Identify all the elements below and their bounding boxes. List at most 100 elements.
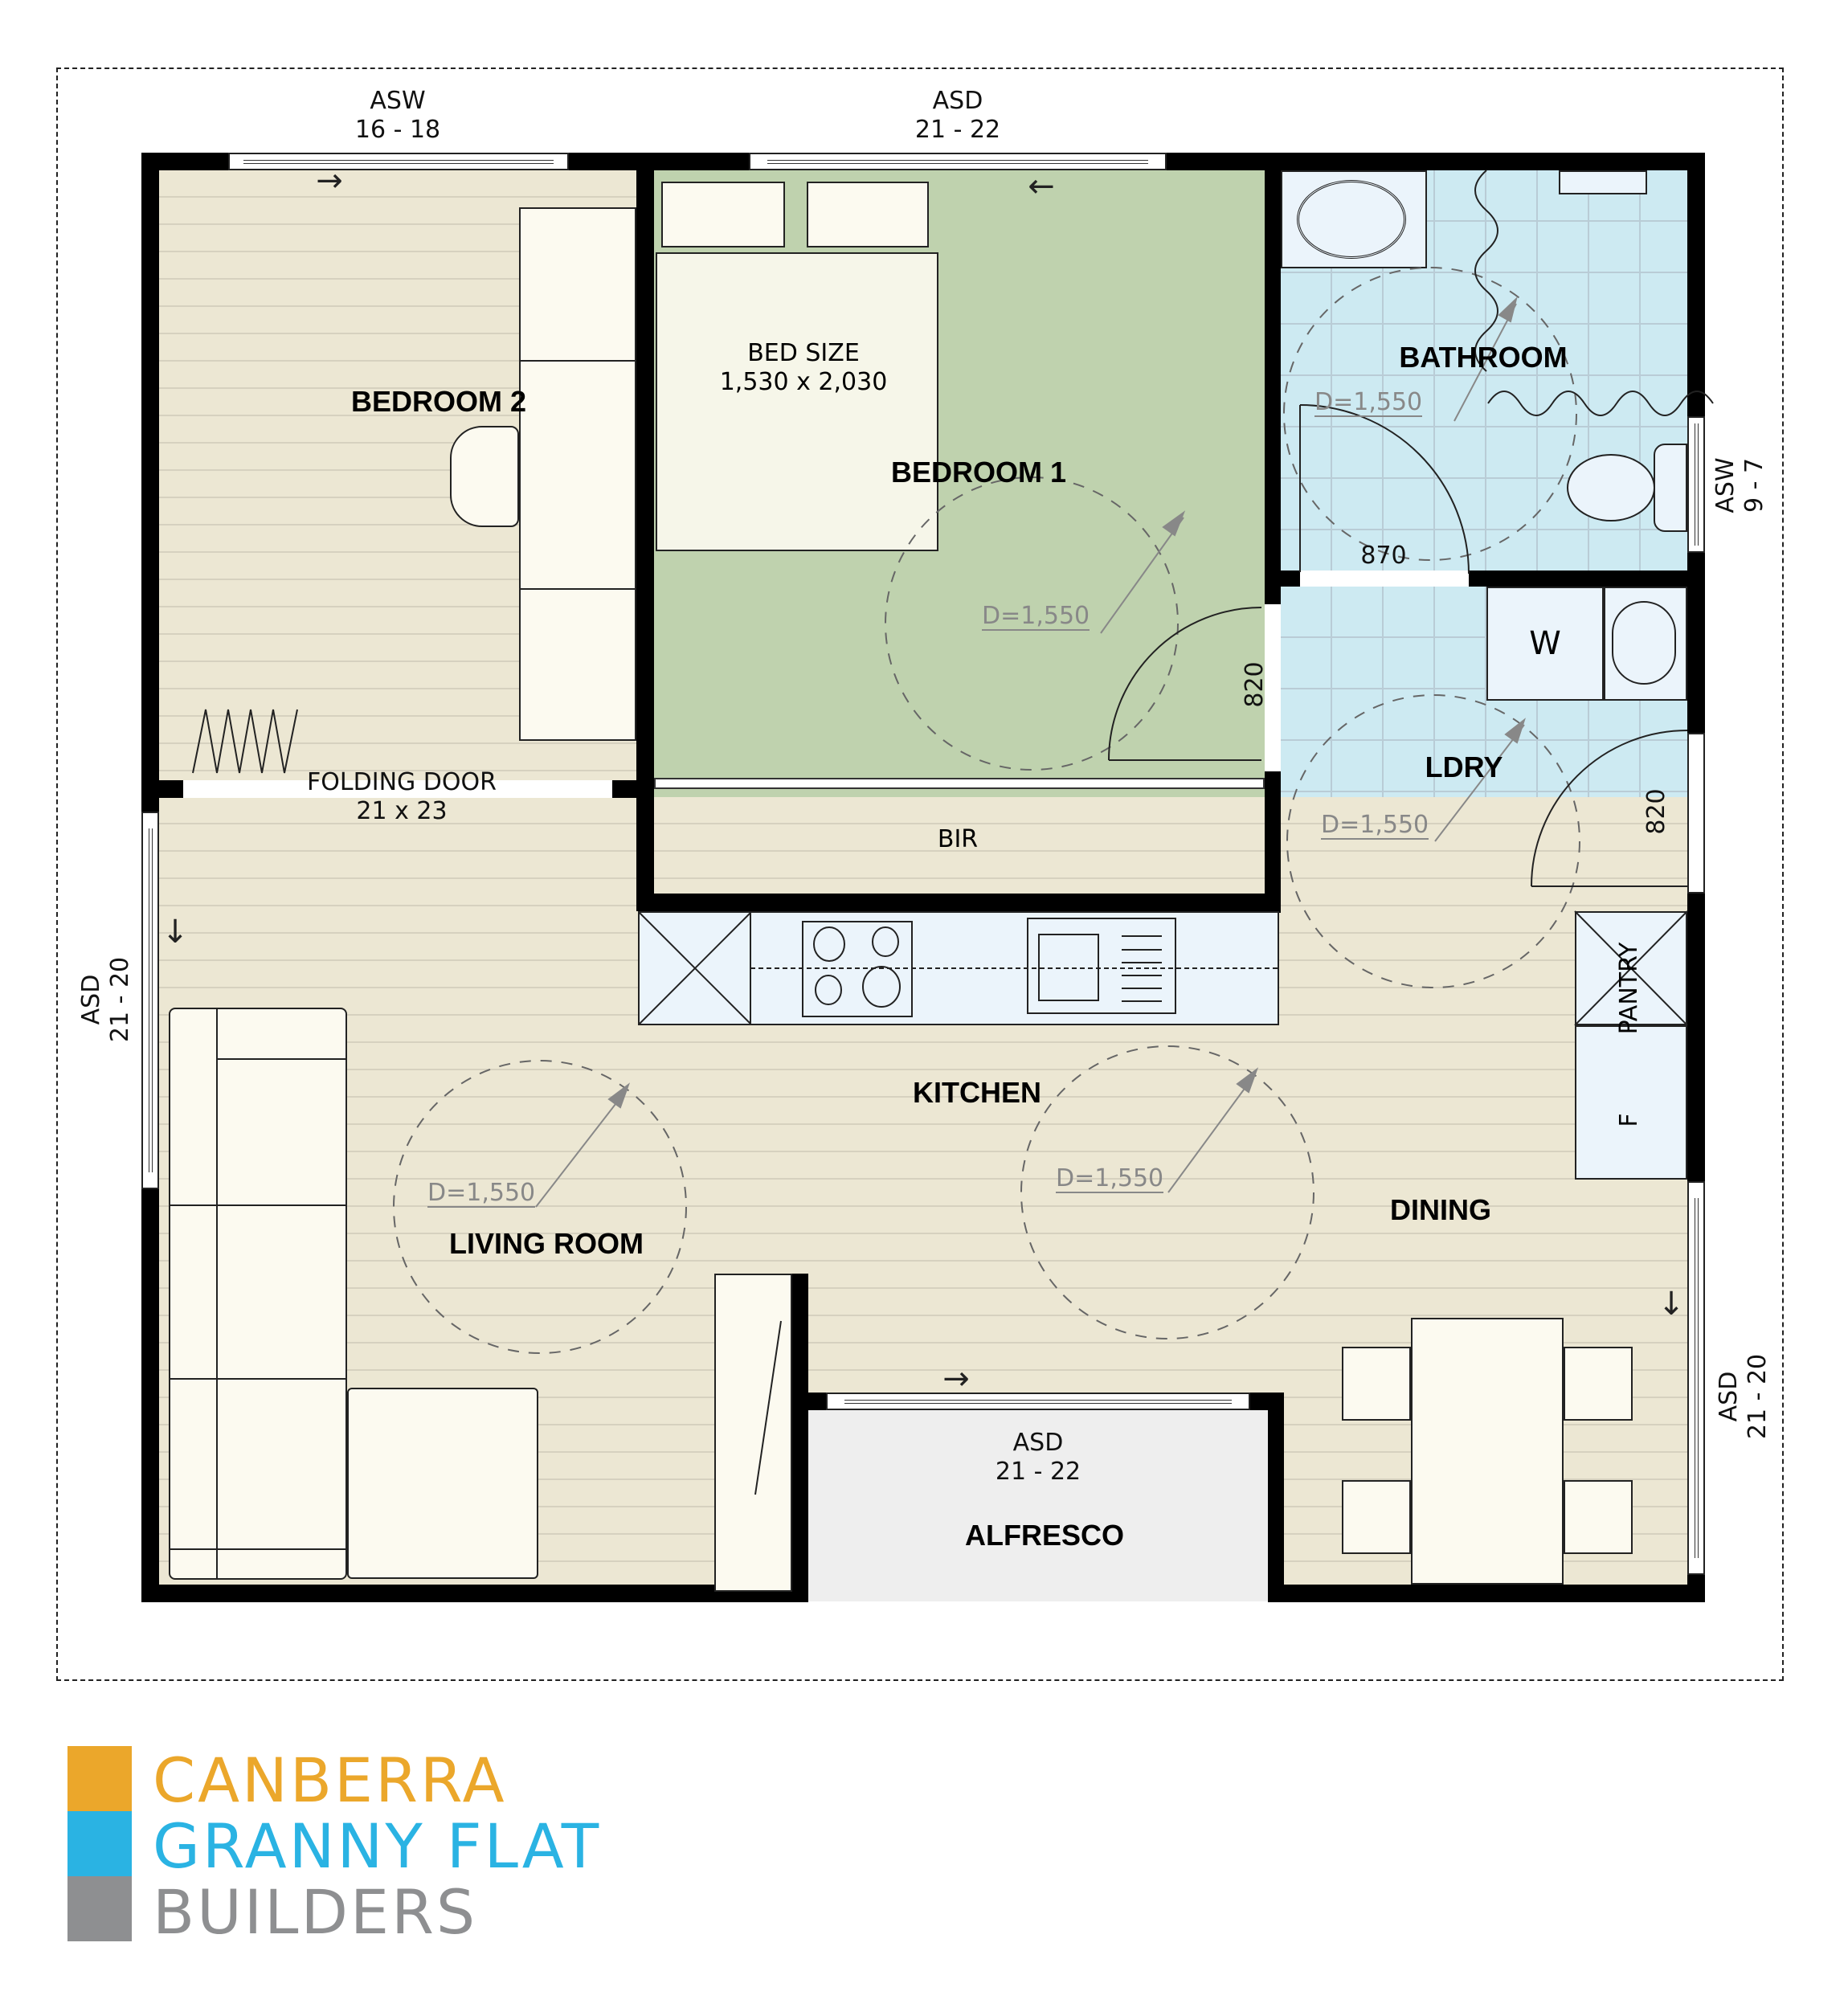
laundry-door-swing	[1531, 730, 1688, 887]
turning-circle-label-bedroom1: D=1,550	[982, 602, 1090, 631]
opening-label-asd-21-22-top: ASD 21 - 22	[915, 87, 1000, 145]
basin	[1297, 180, 1406, 259]
door-asd-21-22-top	[749, 153, 1167, 170]
bed1-door-opening	[1265, 604, 1281, 771]
sink-bowl	[1038, 934, 1099, 1001]
logo-block-blue	[67, 1811, 132, 1876]
logo-line-builders: BUILDERS	[153, 1876, 478, 1948]
outer-wall-bottom-right	[1268, 1585, 1705, 1602]
room-label-alfresco: ALFRESCO	[965, 1519, 1124, 1552]
sink	[1027, 918, 1176, 1014]
desk-divider-2	[519, 588, 636, 590]
bedroom2-desk	[519, 207, 636, 741]
wall-alfresco-right	[1268, 1393, 1284, 1601]
bath-door-opening	[1300, 571, 1469, 587]
window-asw-16-18	[228, 153, 569, 170]
room-label-bedroom2: BEDROOM 2	[350, 385, 527, 418]
wall-pantry-right	[1687, 894, 1705, 1183]
dining-chair-3	[1342, 1480, 1411, 1554]
opening-type: ASD	[77, 974, 105, 1025]
sofa-chaise	[347, 1388, 538, 1579]
cooktop	[802, 921, 913, 1017]
desk-chair	[450, 426, 519, 527]
wall-bed1-bath	[1265, 170, 1281, 604]
logo-block-grey	[67, 1876, 132, 1941]
slide-arrow-right-icon: →	[316, 162, 343, 199]
opening-size: 21 - 20	[1744, 1353, 1772, 1440]
alfresco-floor	[808, 1410, 1268, 1601]
door-asd-21-20-right	[1687, 1181, 1705, 1575]
bed1-door-swing	[1108, 607, 1262, 761]
bed-pillow-right	[807, 182, 929, 247]
opening-type: ASD	[932, 87, 983, 115]
opening-type: ASW	[370, 87, 426, 115]
turning-circle-label-kitchen: D=1,550	[1056, 1164, 1164, 1193]
opening-type: FOLDING DOOR	[307, 768, 497, 796]
bed-size-value: 1,530 x 2,030	[719, 368, 888, 396]
turning-circle-living	[393, 1060, 687, 1354]
room-label-bir: BIR	[937, 825, 979, 853]
opening-size: 21 - 20	[106, 956, 134, 1043]
door-asd-21-20-left	[141, 812, 159, 1189]
turning-circle-label-living: D=1,550	[427, 1179, 536, 1208]
bed-size-title: BED SIZE	[747, 339, 860, 367]
opening-label-asd-21-20-right: ASD 21 - 20	[1715, 1354, 1772, 1439]
room-label-living: LIVING ROOM	[449, 1227, 644, 1260]
opening-size: 21 - 22	[914, 116, 1001, 144]
turning-circle-label-bathroom: D=1,550	[1314, 388, 1423, 417]
wall-folding-door-right	[612, 780, 636, 798]
outer-wall-bottom-left	[141, 1585, 808, 1602]
desk-divider-1	[519, 360, 636, 362]
opening-label-asw-16-18: ASW 16 - 18	[355, 87, 440, 145]
room-label-kitchen: KITCHEN	[913, 1076, 1041, 1109]
ldry-right-door-opening	[1687, 733, 1705, 894]
opening-size: 9 - 7	[1740, 457, 1768, 513]
turning-circle-laundry	[1286, 694, 1580, 988]
turning-circle-label-laundry: D=1,550	[1321, 811, 1429, 840]
wall-bed1-bottom	[636, 894, 1281, 911]
opening-size: 21 - 22	[995, 1458, 1081, 1486]
room-label-dining: DINING	[1390, 1193, 1491, 1226]
pantry-label: PANTRY	[1615, 942, 1643, 1035]
dimension-bed1-door: 820	[1241, 661, 1269, 708]
dimension-bath-door: 870	[1360, 542, 1407, 570]
wall-folding-door-left	[159, 780, 183, 798]
washer	[1486, 587, 1604, 701]
shower-curtain-horizontal	[1487, 391, 1714, 416]
slide-arrow-down-icon: ↓	[1658, 1286, 1685, 1323]
dining-chair-1	[1342, 1347, 1411, 1421]
bath-door-swing	[1299, 404, 1470, 575]
slide-arrow-right-icon: →	[942, 1360, 970, 1397]
wall-bed2-bed1	[636, 170, 654, 894]
logo-block-orange	[67, 1746, 132, 1811]
slide-arrow-left-icon: ←	[1028, 168, 1055, 205]
shower-mixer	[1559, 170, 1647, 194]
double-bed	[656, 252, 938, 551]
site-boundary	[56, 67, 1784, 1681]
opening-label-asd-21-22-alfresco: ASD 21 - 22	[996, 1429, 1081, 1487]
opening-type: ASD	[1715, 1371, 1743, 1422]
sofa	[169, 1008, 347, 1580]
wall-bed1-ldry-lower	[1265, 771, 1281, 913]
laundry-tub-bowl	[1612, 601, 1676, 685]
folding-door-opening	[183, 780, 612, 798]
opening-size: 21 x 23	[356, 797, 448, 825]
opening-size: 16 - 18	[354, 116, 441, 144]
opening-type: ASW	[1711, 457, 1740, 513]
room-label-bathroom: BATHROOM	[1399, 341, 1568, 374]
folding-door-leaves	[192, 709, 298, 774]
room-label-laundry: LDRY	[1425, 750, 1503, 783]
door-asd-21-22-alfresco	[826, 1393, 1250, 1410]
turning-circle-bedroom1	[885, 476, 1179, 771]
dining-chair-4	[1564, 1480, 1633, 1554]
bir-sliding-door	[654, 778, 1265, 789]
bed-size-label: BED SIZE 1,530 x 2,030	[720, 339, 888, 397]
kitchen-bench-edge-dashed	[750, 967, 1278, 969]
shower-curtain-vertical	[1474, 170, 1498, 372]
logo-line-granny-flat: GRANNY FLAT	[153, 1810, 602, 1882]
opening-type: ASD	[1012, 1429, 1064, 1457]
slide-arrow-down-icon: ↓	[161, 914, 189, 951]
fridge-label: F	[1615, 1113, 1643, 1127]
opening-label-asd-21-20-left: ASD 21 - 20	[77, 957, 135, 1042]
opening-label-asw-9-7: ASW 9 - 7	[1711, 457, 1769, 513]
